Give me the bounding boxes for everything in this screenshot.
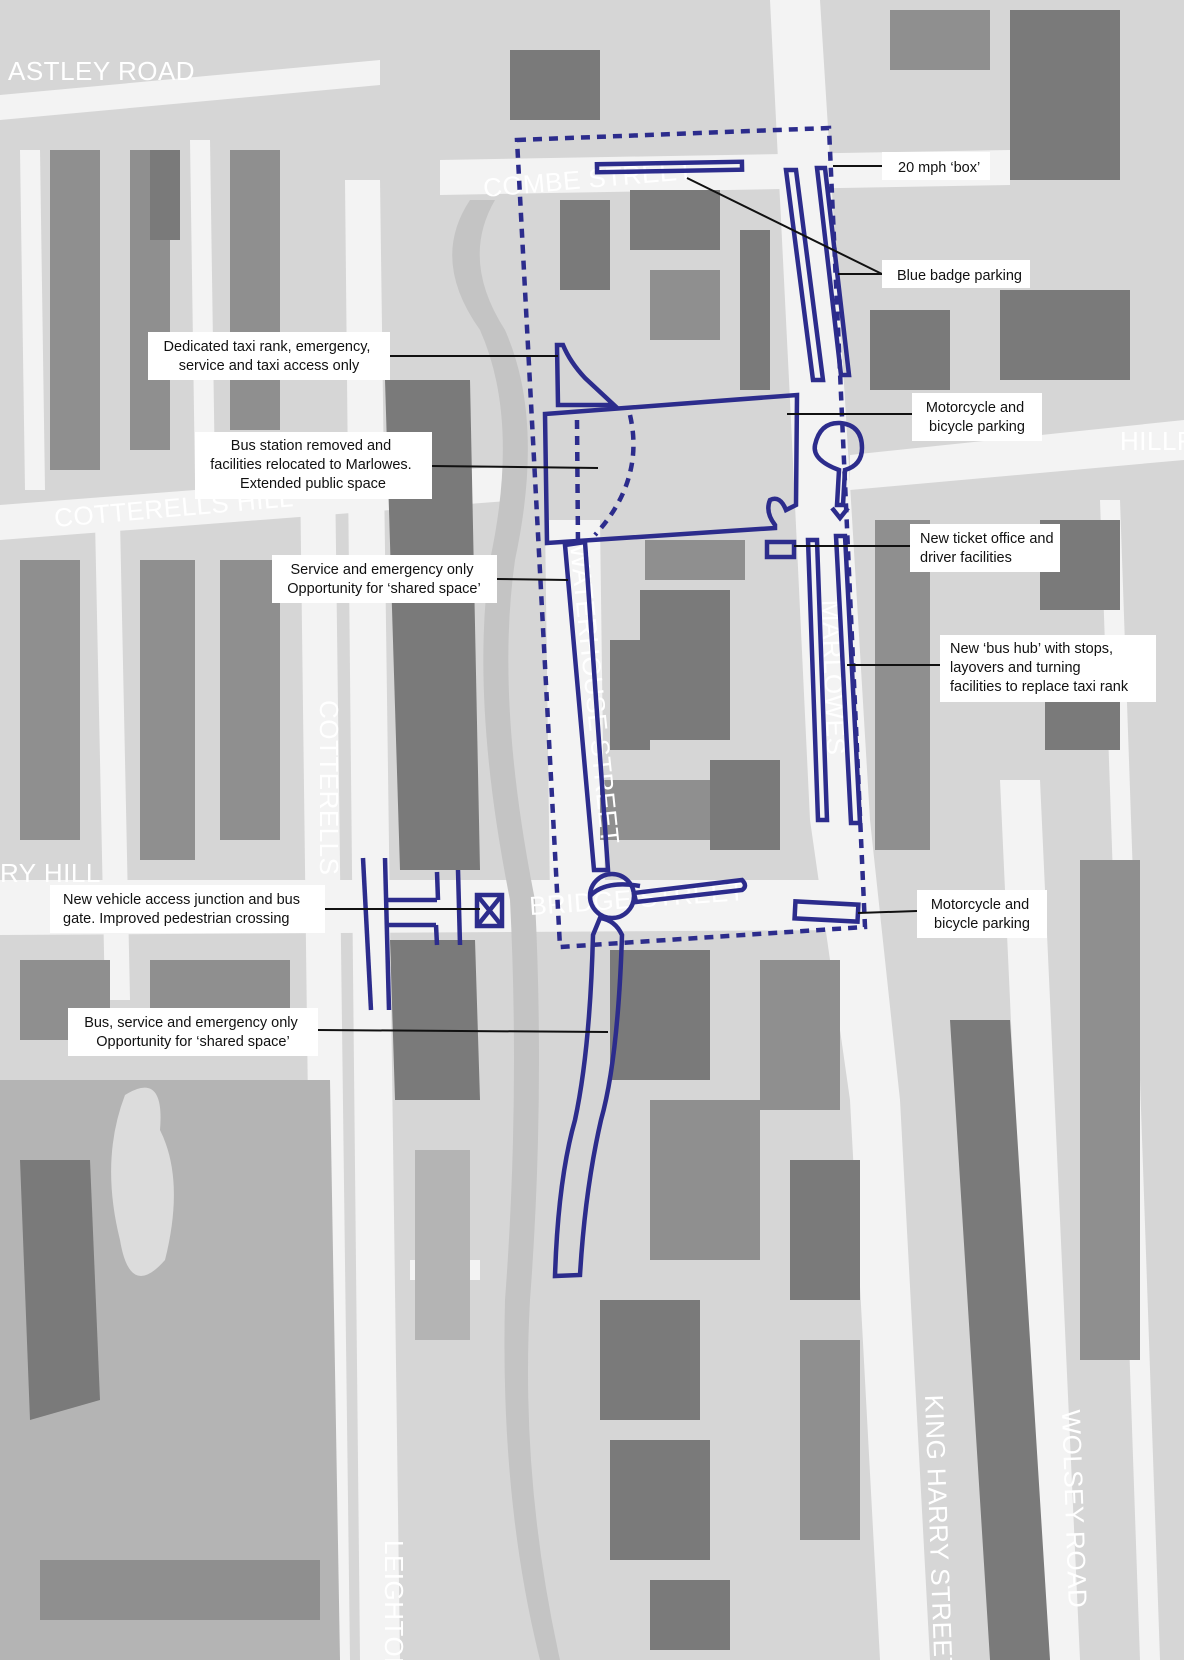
street-label-leighton: LEIGHTON — [379, 1540, 409, 1660]
callout-service-emergency: Service and emergency only Opportunity f… — [287, 562, 480, 597]
bus-gate-cross — [475, 893, 504, 928]
callout-blue-badge: Blue badge parking — [897, 268, 1022, 284]
waterhouse-service-lane — [562, 539, 611, 873]
callout-box-20mph — [882, 152, 990, 180]
motorcycle-parking-bottom — [792, 899, 861, 925]
callout-motorcycle-top: Motorcycle and bicycle parking — [926, 400, 1028, 435]
callout-motorcycle-bottom: Motorcycle and bicycle parking — [931, 897, 1033, 932]
callout-box-motorcycle-bottom — [917, 890, 1047, 938]
bridge-street-lane — [631, 877, 748, 905]
callout-bus-hub: New ‘bus hub’ with stops, layovers and t… — [950, 641, 1129, 695]
street-label-cotterells: COTTERELLS — [314, 700, 344, 876]
street-label-wolsey: WOLSEY ROAD — [1056, 1409, 1093, 1609]
junction-post-c — [434, 871, 441, 901]
taxi-rank-loop — [554, 342, 620, 408]
junction-post-d — [455, 869, 463, 946]
junction-post-e — [433, 924, 440, 946]
junction-post-b — [382, 857, 392, 1011]
street-label-astley: ASTLEY ROAD — [8, 56, 195, 86]
buildings — [20, 10, 1140, 1660]
turning-arrow — [830, 506, 850, 522]
callout-box-bus-service — [68, 1008, 318, 1056]
callout-box-ticket-office — [910, 524, 1060, 572]
callout-bus-station: Bus station removed and facilities reloc… — [210, 438, 416, 492]
ticket-office — [764, 539, 797, 560]
public-space-path-b — [593, 414, 636, 537]
callout-box-bus-hub — [940, 635, 1156, 702]
callouts: 20 mph ‘box’ Blue badge parking Dedicate… — [50, 152, 1156, 1056]
callout-box-bus-station — [195, 432, 432, 499]
20mph-boundary — [514, 125, 868, 950]
bus-gate — [474, 892, 505, 929]
callout-box-motorcycle-top — [912, 393, 1042, 441]
southern-bus-corridor — [552, 915, 625, 1279]
callout-vehicle-access: New vehicle access junction and bus gate… — [63, 892, 304, 927]
scheme-overlay — [360, 125, 868, 1279]
callout-box-vehicle-access — [50, 885, 325, 933]
bus-hub-lane-left — [805, 537, 830, 823]
callout-ticket-office: New ticket office and driver facilities — [920, 531, 1058, 566]
bus-turning-loop — [812, 420, 865, 508]
callout-box-taxi-rank — [148, 332, 390, 380]
marlowes-blue-badge-bay-right — [814, 165, 852, 378]
callout-box-service-emergency — [272, 555, 497, 603]
marlowes-blue-badge-bay-left — [783, 167, 826, 383]
street-label-ry-hill: RY HILL — [0, 858, 101, 888]
roundabout-arm — [588, 882, 641, 898]
callout-box-blue-badge — [882, 260, 1030, 288]
junction-post-a — [360, 857, 374, 1011]
street-label-hillf: HILLF — [1120, 426, 1184, 456]
combe-blue-badge-bay — [594, 159, 745, 175]
public-space-path-a — [574, 419, 581, 546]
callout-20mph: 20 mph ‘box’ — [898, 160, 980, 176]
callout-bus-service: Bus, service and emergency only Opportun… — [84, 1015, 302, 1050]
bus-hub-lane-right — [833, 533, 863, 826]
callout-taxi-rank: Dedicated taxi rank, emergency, service … — [164, 339, 375, 374]
extended-public-space — [542, 392, 800, 546]
